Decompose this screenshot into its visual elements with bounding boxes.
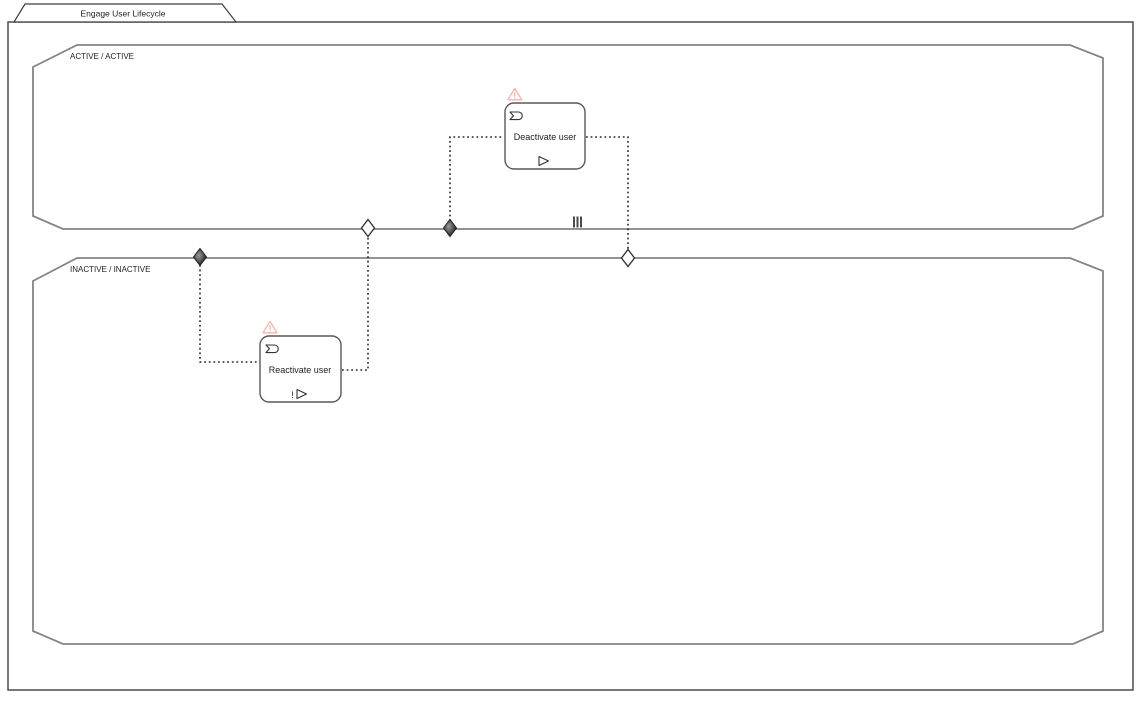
lane-active-label: ACTIVE / ACTIVE	[70, 52, 134, 61]
task-reactivate-label: Reactivate user	[269, 365, 332, 375]
warning-triangle-icon	[262, 320, 278, 334]
connector-deactivate-to-inactive[interactable]	[586, 136, 629, 251]
task-deactivate-user[interactable]: Deactivate user	[504, 87, 586, 170]
parallel-bars-marker	[573, 216, 582, 228]
connector-active-to-deactivate[interactable]	[449, 136, 504, 221]
diamond-inactive-reactivate-source[interactable]	[192, 247, 208, 267]
connector-reactivate-to-active[interactable]	[342, 236, 369, 371]
play-outline-icon	[538, 155, 550, 167]
diamond-active-deactivate-source[interactable]	[442, 218, 458, 238]
lane-inactive-shape[interactable]	[32, 257, 1104, 645]
send-signal-icon	[509, 111, 523, 121]
lane-inactive-label: INACTIVE / INACTIVE	[70, 265, 150, 274]
play-outline-icon	[296, 388, 308, 400]
lane-inactive[interactable]: INACTIVE / INACTIVE	[32, 257, 1104, 645]
task-deactivate-label: Deactivate user	[514, 132, 577, 142]
diagram-title: Engage User Lifecycle	[80, 9, 165, 19]
warning-triangle-icon	[507, 87, 523, 101]
task-deactivate-shape[interactable]	[504, 102, 586, 170]
diagram-title-tab[interactable]	[12, 3, 238, 23]
lane-active[interactable]: ACTIVE / ACTIVE	[32, 44, 1104, 230]
lane-active-shape[interactable]	[32, 44, 1104, 230]
task-reactivate-shape[interactable]	[259, 335, 342, 403]
diamond-inactive-deactivate-target[interactable]	[620, 248, 636, 268]
task-reactivate-user[interactable]: Reactivate user !	[259, 320, 342, 403]
send-signal-icon	[265, 344, 279, 354]
error-mark: !	[291, 390, 294, 401]
connector-inactive-to-reactivate[interactable]	[199, 265, 259, 363]
diamond-active-reactivate-target[interactable]	[360, 218, 376, 238]
